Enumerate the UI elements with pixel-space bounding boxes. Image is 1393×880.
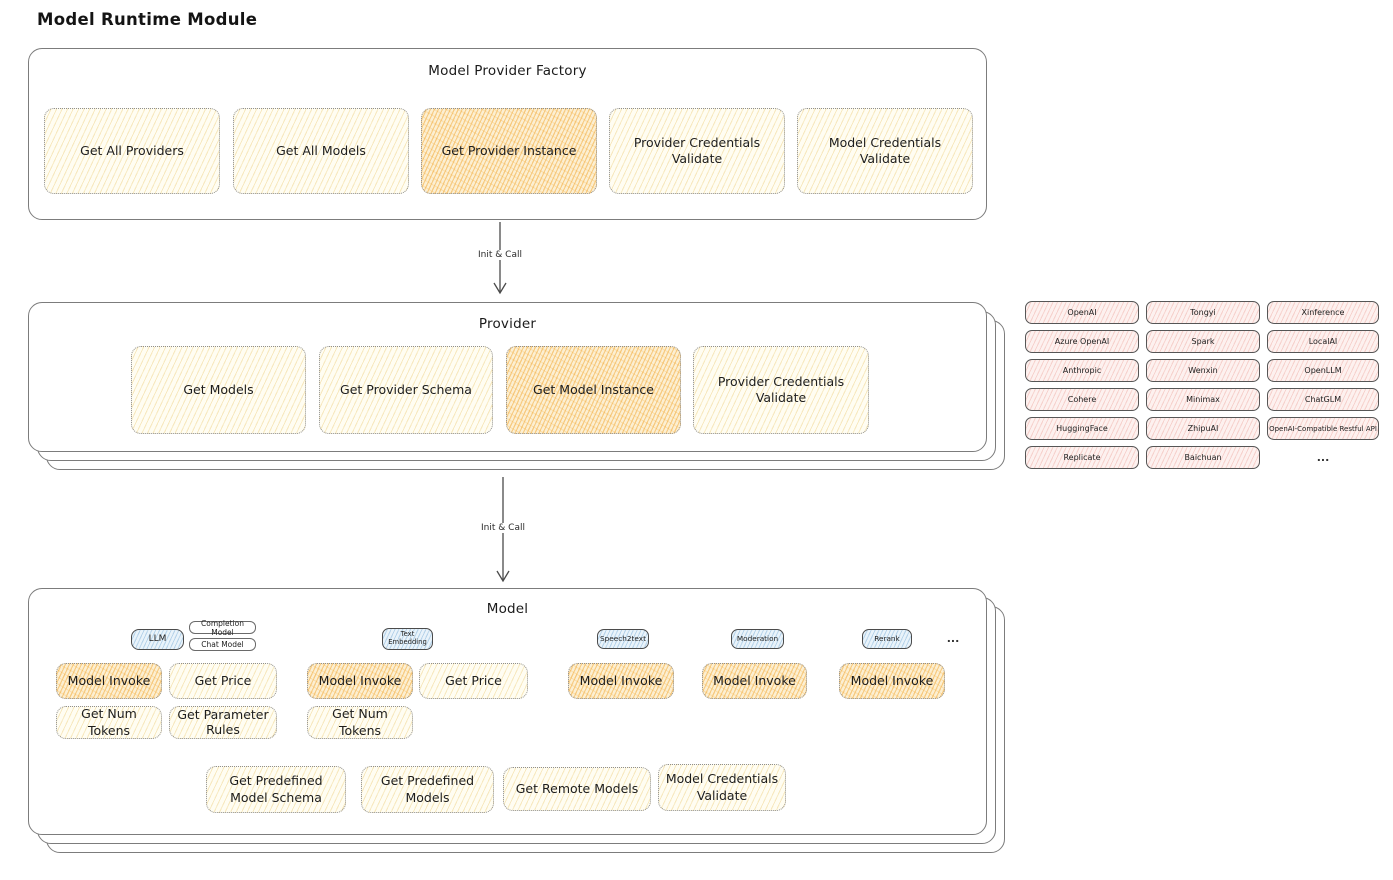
model-node-get-predefined-models: Get Predefined Models [361, 766, 494, 813]
provider-cell-openllm: OpenLLM [1267, 359, 1379, 382]
provider-cell-wenxin: Wenxin [1146, 359, 1260, 382]
model-types-more-ellipsis: ... [946, 632, 960, 645]
model-title: Model [486, 601, 529, 617]
model-type-chip-rerank: Rerank [862, 629, 912, 649]
factory-frame: Model Provider Factory Get All Providers… [28, 48, 987, 220]
provider-cell-xinference: Xinference [1267, 301, 1379, 324]
provider-title: Provider [478, 316, 537, 332]
provider-frame: Provider Get Models Get Provider Schema … [28, 302, 987, 452]
model-node-model-credentials-validate: Model Credentials Validate [658, 764, 786, 811]
factory-node-model-credentials-validate: Model Credentials Validate [797, 108, 973, 194]
model-node-get-predefined-model-schema: Get Predefined Model Schema [206, 766, 346, 813]
providers-more-ellipsis: ... [1316, 451, 1330, 464]
provider-node-get-model-instance: Get Model Instance [506, 346, 681, 434]
provider-cell-localai: LocalAI [1267, 330, 1379, 353]
model-type-chip-llm: LLM [131, 629, 184, 650]
provider-cell-anthropic: Anthropic [1025, 359, 1139, 382]
model-type-chip-text-embedding: Text Embedding [382, 628, 433, 650]
provider-cell-huggingface: HuggingFace [1025, 417, 1139, 440]
llm-node-get-parameter-rules: Get Parameter Rules [169, 706, 277, 739]
providers-grid: OpenAI Tongyi Xinference Azure OpenAI Sp… [1025, 301, 1379, 469]
flow-label-init-call-top: Init & Call [475, 250, 525, 260]
llm-node-get-num-tokens: Get Num Tokens [56, 706, 162, 739]
model-node-get-remote-models: Get Remote Models [503, 767, 651, 811]
llm-node-model-invoke: Model Invoke [56, 663, 162, 699]
provider-node-provider-credentials-validate: Provider Credentials Validate [693, 346, 869, 434]
model-subtype-chip-completion-model: Completion Model [189, 619, 256, 637]
text-embedding-node-get-price: Get Price [419, 663, 528, 699]
provider-cell-azure-openai: Azure OpenAI [1025, 330, 1139, 353]
model-type-chip-speech2text: Speech2text [597, 629, 649, 649]
model-frame: Model LLM Completion Model Chat Model Mo… [28, 588, 987, 835]
factory-node-get-all-providers: Get All Providers [44, 108, 220, 194]
provider-cell-spark: Spark [1146, 330, 1260, 353]
factory-node-get-provider-instance: Get Provider Instance [421, 108, 597, 194]
factory-node-provider-credentials-validate: Provider Credentials Validate [609, 108, 785, 194]
provider-node-get-models: Get Models [131, 346, 306, 434]
factory-title: Model Provider Factory [428, 63, 587, 79]
rerank-node-model-invoke: Model Invoke [839, 663, 945, 699]
model-type-chip-moderation: Moderation [731, 629, 784, 649]
provider-cell-openai-compatible: OpenAI-Compatible Restful API [1267, 417, 1379, 440]
factory-node-get-all-models: Get All Models [233, 108, 409, 194]
text-embedding-node-model-invoke: Model Invoke [307, 663, 413, 699]
provider-node-get-provider-schema: Get Provider Schema [319, 346, 493, 434]
page-title: Model Runtime Module [37, 10, 258, 29]
speech2text-node-model-invoke: Model Invoke [568, 663, 674, 699]
provider-cell-tongyi: Tongyi [1146, 301, 1260, 324]
provider-cell-cohere: Cohere [1025, 388, 1139, 411]
provider-cell-minimax: Minimax [1146, 388, 1260, 411]
provider-cell-zhipuai: ZhipuAI [1146, 417, 1260, 440]
text-embedding-node-get-num-tokens: Get Num Tokens [307, 706, 413, 739]
provider-cell-replicate: Replicate [1025, 446, 1139, 469]
provider-cell-openai: OpenAI [1025, 301, 1139, 324]
moderation-node-model-invoke: Model Invoke [702, 663, 807, 699]
model-subtype-chip-chat-model: Chat Model [189, 638, 256, 651]
flow-label-init-call-bottom: Init & Call [478, 523, 528, 533]
llm-node-get-price: Get Price [169, 663, 277, 699]
provider-cell-chatglm: ChatGLM [1267, 388, 1379, 411]
provider-cell-baichuan: Baichuan [1146, 446, 1260, 469]
